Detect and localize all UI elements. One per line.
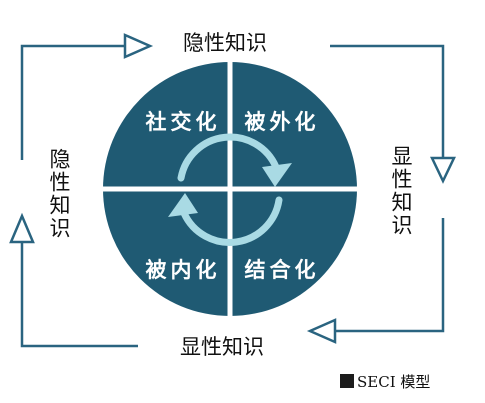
- arrow-head-left-up: [9, 212, 35, 244]
- cycle-arc-upper: [177, 133, 280, 182]
- caption-text: SECI 模型: [357, 372, 431, 391]
- label-tacit-knowledge-top: 隐性知识: [183, 31, 267, 55]
- arrow-head-bottom-left: [306, 318, 337, 344]
- quadrant-label-combination: 结合化: [245, 258, 320, 282]
- cycle-arc-lower: [180, 196, 283, 246]
- quadrant-label-socialization: 社交化: [145, 110, 221, 134]
- label-explicit-knowledge-bottom: 显性知识: [180, 335, 264, 359]
- arrow-head-top-right: [123, 33, 154, 59]
- flow-line-right-to-bottom: [335, 218, 445, 333]
- caption-square-icon: [340, 374, 354, 388]
- knowledge-flow-loop: [9, 33, 456, 348]
- quadrant-label-externalization: 被外化: [245, 110, 320, 134]
- flow-line-left-to-top: [20, 44, 125, 160]
- cycle-arrow-head-upper: [262, 163, 292, 187]
- label-explicit-knowledge-right: 显性知识: [389, 145, 413, 237]
- cycle-arrow-head-lower: [168, 193, 198, 217]
- flow-line-bottom-to-left: [20, 242, 138, 348]
- figure-caption: SECI 模型: [340, 371, 430, 391]
- cycle-arrows: [168, 133, 292, 246]
- label-tacit-knowledge-left: 隐性知识: [47, 148, 71, 240]
- flow-line-top-to-right: [330, 44, 445, 158]
- quadrant-label-internalization: 被内化: [146, 258, 221, 282]
- seci-circle: [99, 58, 361, 320]
- arrow-head-right-down: [430, 156, 456, 184]
